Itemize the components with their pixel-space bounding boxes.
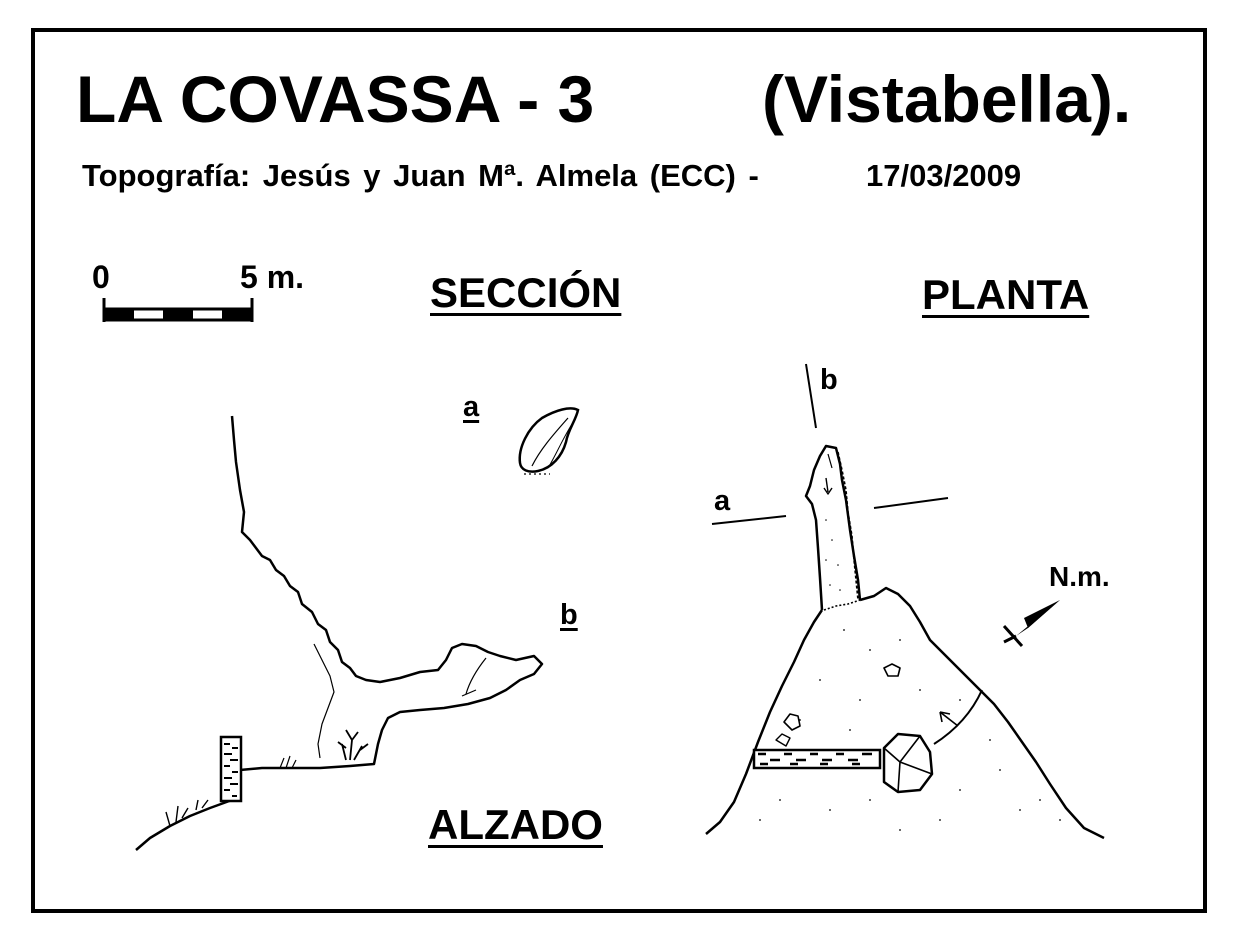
plan-outline	[705, 444, 1105, 840]
plan-floor-stipple	[759, 519, 1061, 831]
survey-credits: Topografía: Jesús y Juan Mª. Almela (ECC…	[82, 158, 759, 193]
cave-location: (Vistabella).	[762, 62, 1132, 136]
elevation-heading: ALZADO	[428, 801, 603, 848]
scale-end-label: 5 m.	[240, 259, 305, 295]
elevation-profile	[135, 415, 544, 851]
north-label: N.m.	[1049, 561, 1110, 592]
elevation-masonry-wall	[219, 735, 243, 803]
plan-masonry-wall	[752, 748, 882, 770]
plan-boulders	[775, 663, 934, 794]
section-b-label: b	[560, 599, 578, 631]
cave-title: LA COVASSA - 3	[76, 62, 595, 136]
map-frame	[31, 28, 1207, 913]
plan-b-label: b	[820, 364, 838, 396]
north-arrow-icon	[1002, 600, 1060, 648]
section-a-label: a	[463, 391, 480, 423]
scale-start-label: 0	[92, 259, 110, 295]
plan-section-lines	[711, 363, 949, 525]
plan-a-label: a	[714, 485, 731, 517]
scale-bar	[102, 298, 254, 322]
survey-date: 17/03/2009	[866, 158, 1022, 193]
section-heading: SECCIÓN	[430, 269, 622, 316]
section-a-profile	[518, 407, 580, 475]
plan-heading: PLANTA	[922, 271, 1090, 318]
